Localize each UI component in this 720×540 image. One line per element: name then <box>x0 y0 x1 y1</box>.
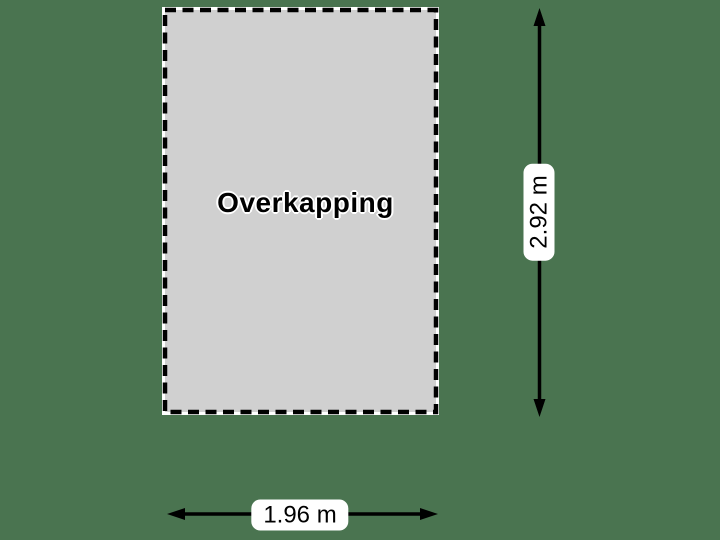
room-label: Overkapping <box>217 186 394 218</box>
arrowhead-up-icon <box>533 8 546 26</box>
height-dimension-label: 2.92 m <box>523 163 555 261</box>
arrowhead-down-icon <box>533 399 546 417</box>
width-dimension-label: 1.96 m <box>251 499 349 531</box>
arrowhead-right-icon <box>420 508 438 520</box>
room-overkapping: Overkapping <box>165 10 436 412</box>
arrowhead-left-icon <box>167 508 185 520</box>
